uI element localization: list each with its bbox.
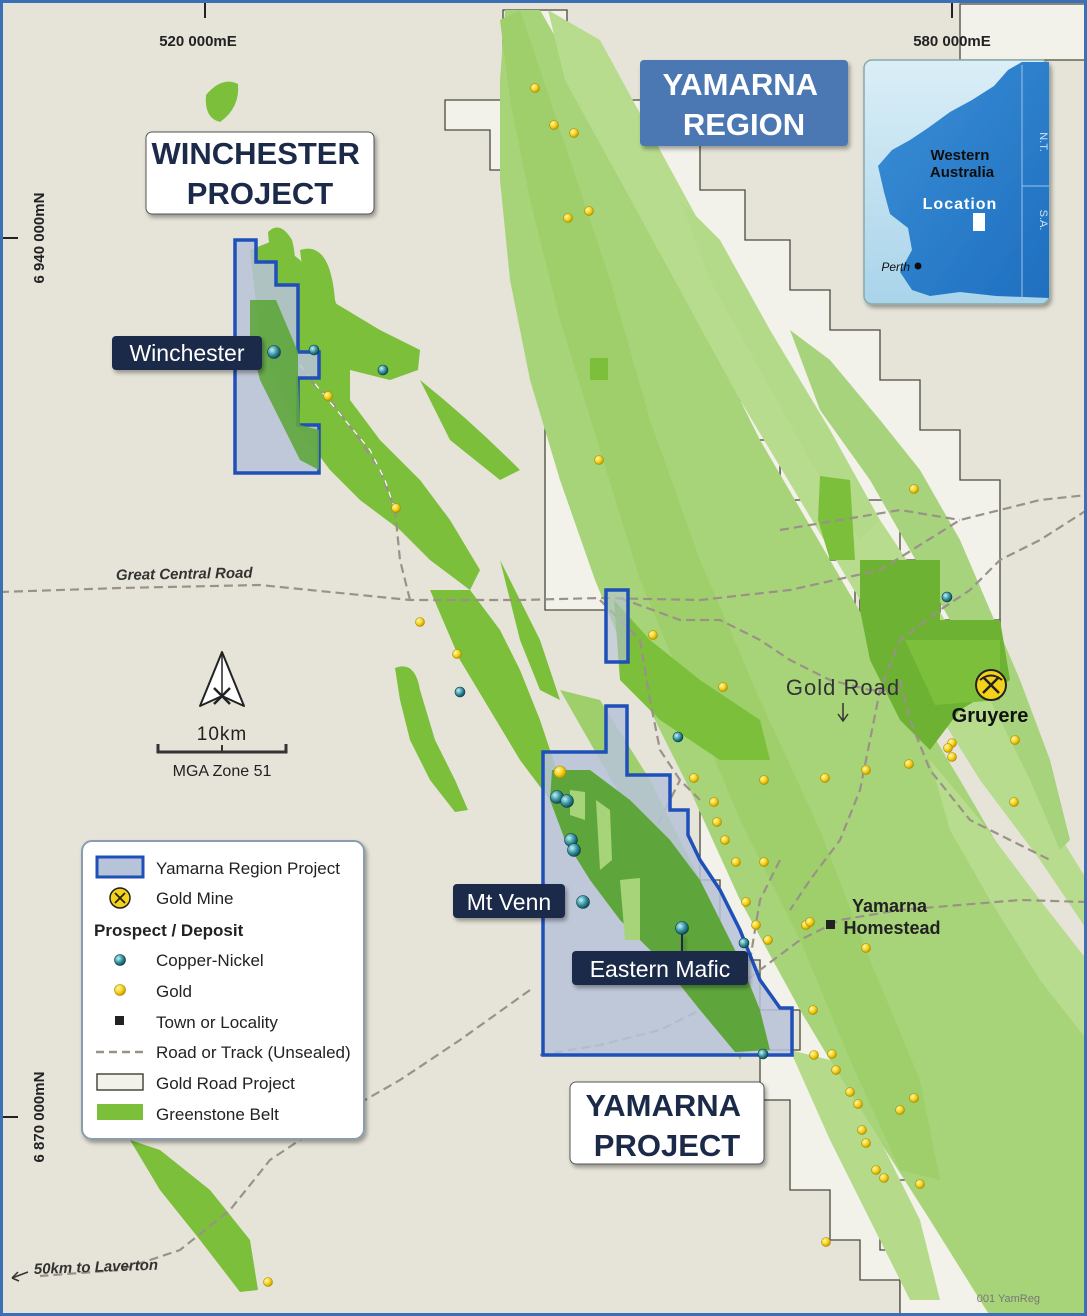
svg-text:Location: Location xyxy=(923,196,998,213)
northing-6870: 6 870 000mN xyxy=(31,1072,48,1163)
svg-text:Town or Locality: Town or Locality xyxy=(156,1013,278,1032)
western-australia-shape xyxy=(878,62,1049,298)
svg-text:Perth: Perth xyxy=(881,260,910,274)
svg-text:Greenstone Belt: Greenstone Belt xyxy=(156,1105,279,1124)
svg-text:Yamarna Region Project: Yamarna Region Project xyxy=(156,859,340,878)
svg-text:Western Australia: Western Australia xyxy=(930,147,995,181)
winchester-place-label: Winchester xyxy=(112,336,262,370)
road-white-dashes xyxy=(299,364,396,511)
svg-text:YAMARNA PROJECT: YAMARNA PROJECT xyxy=(585,1088,748,1163)
svg-text:WINCHESTER PROJECT: WINCHESTER PROJECT xyxy=(151,136,368,211)
svg-text:MGA Zone 51: MGA Zone 51 xyxy=(173,763,272,780)
gold-road-label: Gold Road xyxy=(786,675,900,700)
gold-road-pointer-icon xyxy=(837,703,849,723)
gruyere-label: Gruyere xyxy=(952,705,1029,727)
scale-bar: 10km MGA Zone 51 xyxy=(156,724,288,780)
location-inset: Western Australia Location Perth N.T. S.… xyxy=(863,59,1050,305)
easting-520: 520 000mE xyxy=(159,33,237,50)
northing-6940: 6 940 000mN xyxy=(31,193,48,284)
winchester-project-title: WINCHESTER PROJECT xyxy=(145,131,375,215)
legend xyxy=(81,840,365,1140)
svg-text:S.A.: S.A. xyxy=(1037,210,1049,231)
svg-text:N.T.: N.T. xyxy=(1037,132,1049,152)
homestead-label: Yamarna Homestead xyxy=(843,896,940,938)
location-marker xyxy=(973,213,985,231)
laverton-road-label: 50km to Laverton xyxy=(34,1257,159,1278)
homestead-town-icon xyxy=(826,920,835,929)
svg-text:Gold: Gold xyxy=(156,982,192,1001)
laverton-arrow-icon xyxy=(11,1271,29,1282)
svg-text:Gold Road Project: Gold Road Project xyxy=(156,1074,295,1093)
figure-code: 001 YamReg xyxy=(977,1293,1040,1305)
gold-deposits xyxy=(263,83,1020,1287)
svg-text:Mt Venn: Mt Venn xyxy=(467,889,551,915)
svg-text:Eastern Mafic: Eastern Mafic xyxy=(590,956,731,982)
copper-nickel-prospects xyxy=(267,344,953,1060)
legend-items: Yamarna Region Project Gold Mine Prospec… xyxy=(94,855,351,1124)
svg-text:Gold Mine: Gold Mine xyxy=(156,889,233,908)
mt-venn-place-label: Mt Venn xyxy=(453,884,565,918)
svg-text:Winchester: Winchester xyxy=(129,340,244,366)
greenstone-belt xyxy=(130,10,1087,1316)
north-arrow-icon xyxy=(199,651,245,707)
svg-text:10km: 10km xyxy=(197,724,247,745)
svg-text:Prospect / Deposit: Prospect / Deposit xyxy=(94,921,244,940)
yamarna-project-title: YAMARNA PROJECT xyxy=(569,1081,765,1165)
yamarna-region-title: YAMARNA REGION xyxy=(640,60,848,146)
svg-text:YAMARNA REGION: YAMARNA REGION xyxy=(662,67,825,142)
easting-580: 580 000mE xyxy=(913,33,991,50)
gruyere-gold-mine-icon xyxy=(975,669,1007,701)
svg-text:Road or Track (Unsealed): Road or Track (Unsealed) xyxy=(156,1043,351,1062)
eastern-mafic-place-label: Eastern Mafic xyxy=(572,934,748,985)
great-central-road-label: Great Central Road xyxy=(116,565,254,584)
svg-text:Copper-Nickel: Copper-Nickel xyxy=(156,951,264,970)
